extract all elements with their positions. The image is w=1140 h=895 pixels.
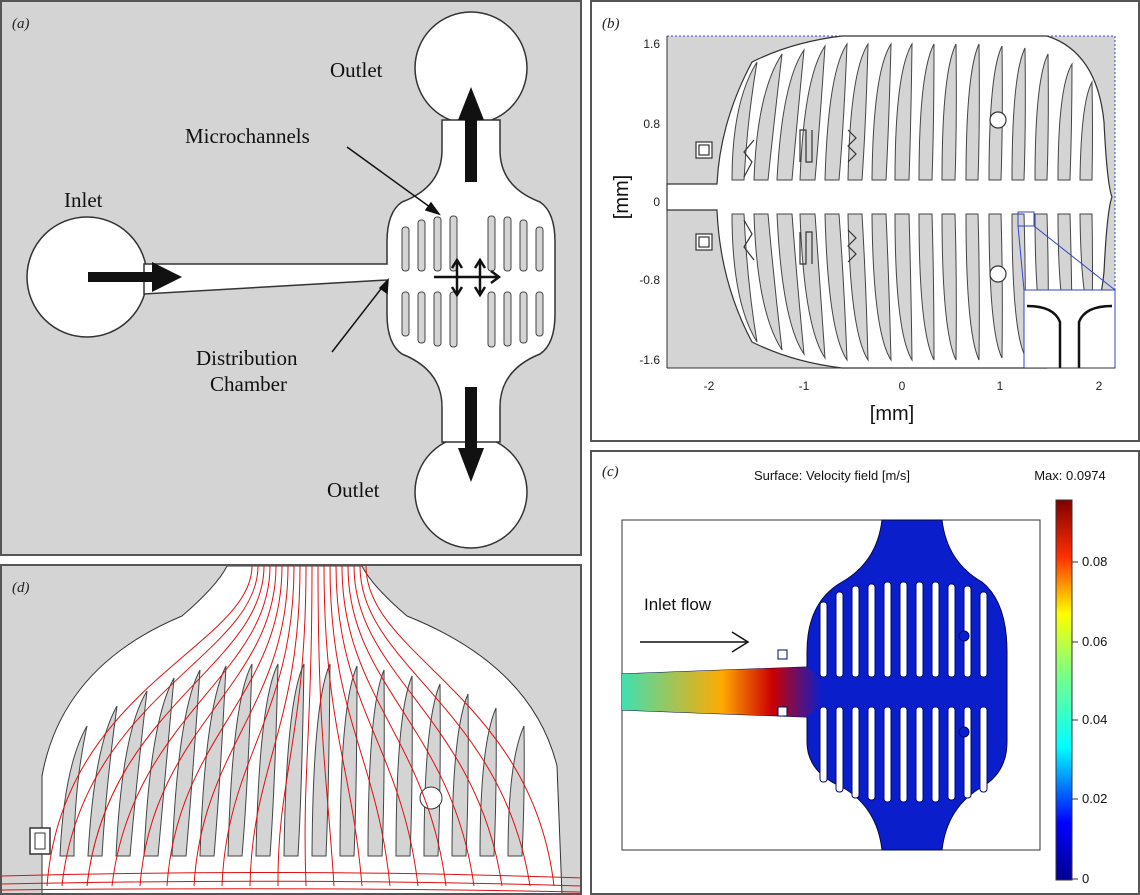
- microchannels-label: Microchannels: [185, 124, 310, 148]
- x-tick: -1: [799, 379, 810, 393]
- panel-c-plot: Surface: Velocity field [m/s] Max: 0.097…: [621, 468, 1107, 886]
- x-tick: 0: [899, 379, 906, 393]
- panel-b-plot: -2 -1 0 1 2 1.6 0.8 0 -0.8 -1.6 [mm] [mm…: [611, 35, 1116, 425]
- panel-c-label: (c): [602, 464, 619, 480]
- y-tick: -1.6: [639, 353, 660, 367]
- panel-a: (a): [0, 0, 582, 556]
- panel-a-diagram: [26, 11, 556, 549]
- panel-d-label: (d): [12, 580, 30, 596]
- d-fins: [59, 663, 525, 857]
- channel-slots: [401, 215, 544, 348]
- channel-features-lines: [743, 129, 857, 265]
- panel-d: (d): [0, 564, 582, 895]
- panel-b-label: (b): [602, 16, 620, 32]
- colorbar-tick: 0.02: [1082, 791, 1107, 806]
- b-ylabel: [mm]: [611, 175, 633, 219]
- c-title: Surface: Velocity field [m/s]: [754, 468, 910, 483]
- colorbar: [1055, 499, 1073, 881]
- outlet-bottom-label: Outlet: [327, 478, 380, 502]
- c-max: Max: 0.0974: [1034, 468, 1106, 483]
- flow-arrows: [88, 87, 484, 482]
- colorbar-tick: 0.06: [1082, 634, 1107, 649]
- streamlines: [2, 566, 580, 893]
- colorbar-tick: 0: [1082, 871, 1089, 886]
- inlet-flow-arrow: [640, 631, 750, 653]
- x-tick: -2: [704, 379, 715, 393]
- outlet-top-label: Outlet: [330, 58, 383, 82]
- microfluidic-device: [26, 11, 556, 549]
- y-tick: 0: [653, 195, 660, 209]
- panel-a-label: (a): [12, 16, 30, 32]
- channel-features: [695, 111, 1007, 283]
- panel-b: (b): [590, 0, 1140, 442]
- distribution-label-2: Chamber: [210, 372, 287, 396]
- b-axis-lines: [666, 36, 1115, 369]
- x-tick: 1: [997, 379, 1004, 393]
- colorbar-ticks: [1072, 561, 1078, 880]
- x-tick: 2: [1096, 379, 1103, 393]
- b-xlabel: [mm]: [870, 403, 914, 425]
- distribution-label-1: Distribution: [196, 346, 298, 370]
- b-x-ticks: -2 -1 0 1 2: [704, 379, 1103, 393]
- colorbar-tick: 0.08: [1082, 554, 1107, 569]
- b-y-ticks: 1.6 0.8 0 -0.8 -1.6: [639, 37, 660, 367]
- fins-bottom: [731, 213, 1093, 362]
- y-tick: -0.8: [639, 273, 660, 287]
- inlet-label: Inlet: [64, 188, 103, 212]
- panel-d-streamlines: [2, 566, 580, 893]
- panel-c: (c) Surface: Velocity field [m/s] Max: 0…: [590, 450, 1140, 895]
- leader-arrows: [331, 146, 441, 353]
- y-tick: 0.8: [643, 117, 660, 131]
- y-tick: 1.6: [643, 37, 660, 51]
- split-arrows: [434, 257, 502, 298]
- inlet-flow-label: Inlet flow: [644, 595, 712, 614]
- colorbar-tick: 0.04: [1082, 712, 1107, 727]
- c-fins: [819, 581, 988, 803]
